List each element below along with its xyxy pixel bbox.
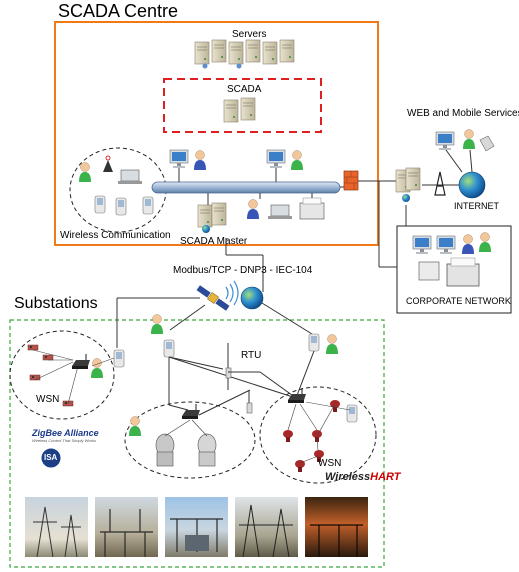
scada-master-label: SCADA Master [180,236,248,247]
wsn-left-label: WSN [36,394,60,405]
corporate-network-label: CORPORATE NETWORK [406,296,511,306]
rtu-label: RTU [241,350,262,361]
substation-photo-1 [25,497,88,557]
wirelesshart-logo-b: HART [370,471,401,483]
scada-centre-title: SCADA Centre [58,1,179,21]
substation-photo-4 [235,497,298,557]
zigbee-logo-text: ZigBee Alliance [32,428,99,438]
wirelesshart-logo: WirelessHART [325,471,401,483]
wsn-right-label: WSN [318,458,342,469]
scada-label: SCADA [227,84,262,95]
zigbee-tagline: Wireless Control That Simply Works [32,438,96,443]
substation-photo-3 [165,497,228,557]
isa-logo: ISA [44,453,58,462]
substation-photos [25,497,368,557]
web-mobile-label: WEB and Mobile Services [407,108,519,119]
wireless-communication-label: Wireless Communication [60,230,171,241]
wirelesshart-logo-a: Wireless [325,471,371,483]
substations-title: Substations [14,295,98,312]
zigbee-logo: ZigBee Alliance Wireless Control That Si… [32,428,99,443]
substation-photo-2 [95,497,158,557]
servers-label: Servers [232,29,267,40]
internet-label: INTERNET [454,201,499,211]
substation-photo-5 [305,497,368,557]
protocols-label: Modbus/TCP - DNP3 - IEC-104 [173,265,313,276]
